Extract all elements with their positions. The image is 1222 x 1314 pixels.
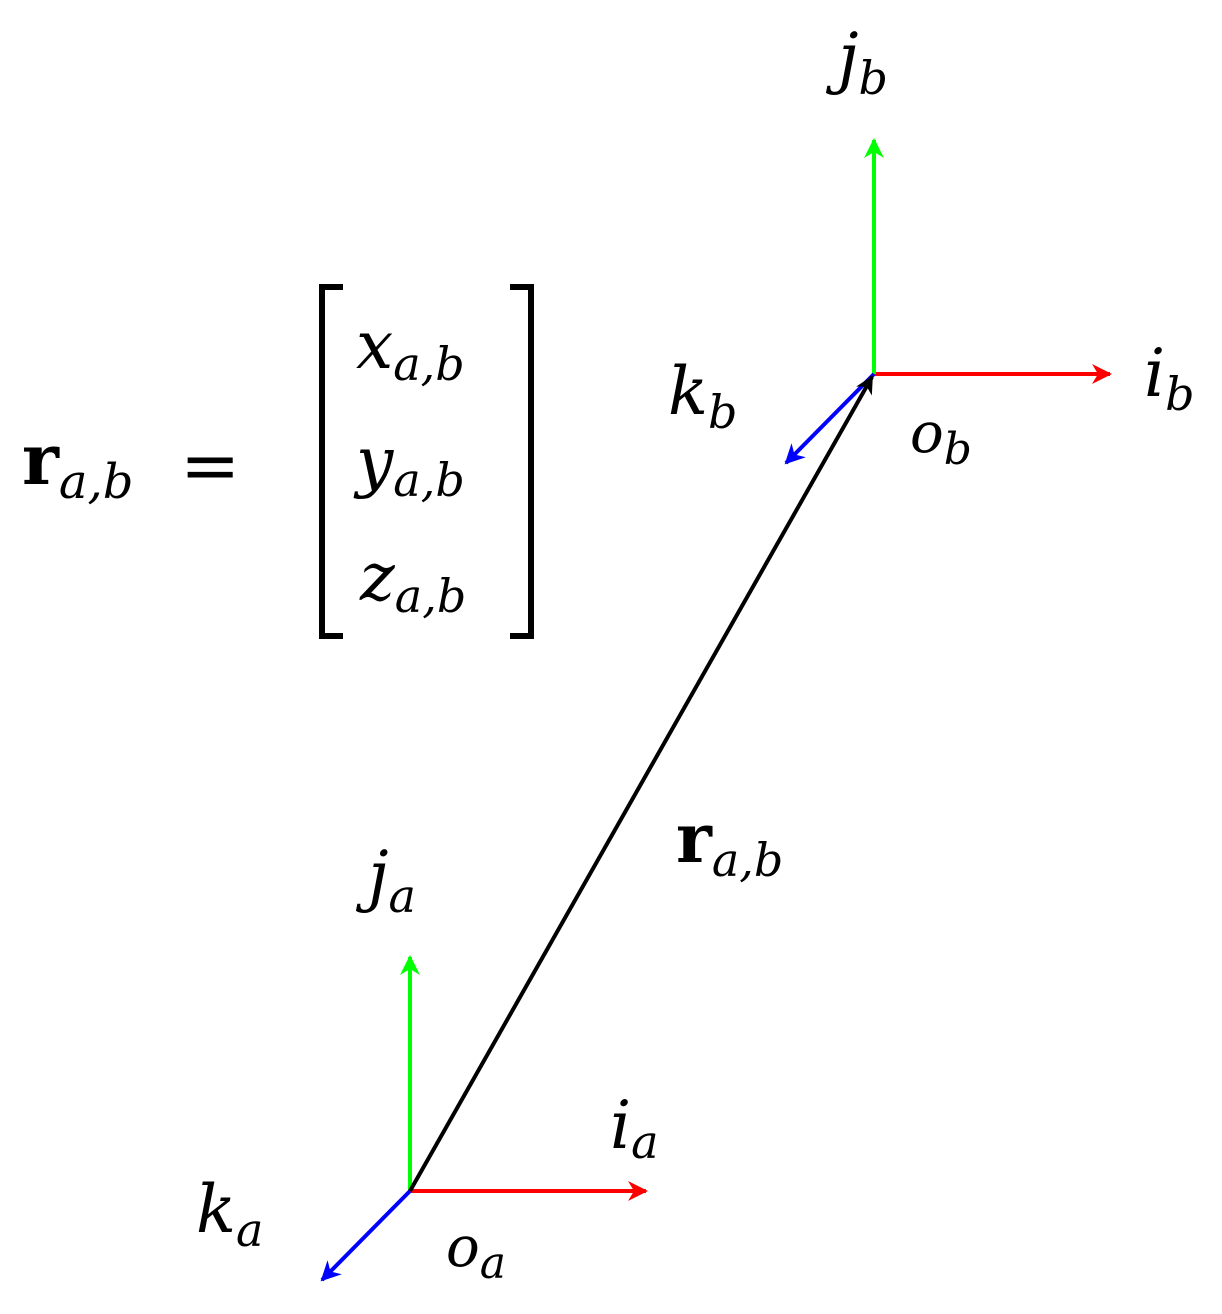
matrix-left-bracket	[319, 284, 343, 639]
label-k-b: kb	[668, 353, 737, 439]
frame-a	[320, 955, 648, 1282]
equation-equals-sign: =	[180, 423, 240, 507]
matrix-right-bracket	[510, 284, 534, 639]
position-vector-arrow	[408, 375, 874, 1192]
label-o-a: oa	[446, 1215, 506, 1289]
matrix-row-y: ya,b	[353, 423, 465, 507]
label-k-a: ka	[196, 1171, 263, 1257]
matrix-row-x: xa,b	[356, 307, 465, 391]
frame-b	[784, 138, 1112, 465]
label-i-b: ib	[1144, 335, 1195, 421]
matrix-row-z: za,b	[359, 539, 466, 623]
vector-equation: ra,b = xa,b ya,b za,b	[22, 284, 534, 639]
frame-a-k-axis	[320, 1189, 412, 1282]
label-j-a: ja	[355, 837, 416, 923]
label-o-b: ob	[910, 401, 972, 475]
label-position-vector: ra,b	[676, 799, 783, 887]
equation-lhs: ra,b	[22, 418, 134, 510]
label-j-b: jb	[825, 19, 888, 105]
label-i-a: ia	[610, 1087, 659, 1169]
